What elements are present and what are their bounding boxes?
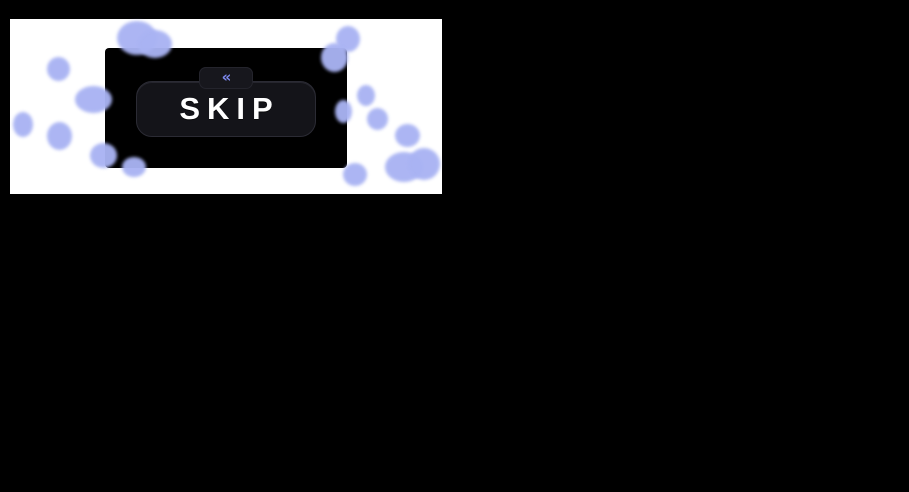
skip-button-label: SKIP bbox=[179, 91, 280, 126]
skip-overlay: « SKIP bbox=[105, 48, 347, 168]
double-chevron-left-icon: « bbox=[221, 67, 232, 86]
collapse-tab-button[interactable]: « bbox=[199, 67, 253, 89]
skip-button[interactable]: SKIP bbox=[136, 81, 316, 137]
ad-panel: « SKIP bbox=[10, 19, 442, 194]
